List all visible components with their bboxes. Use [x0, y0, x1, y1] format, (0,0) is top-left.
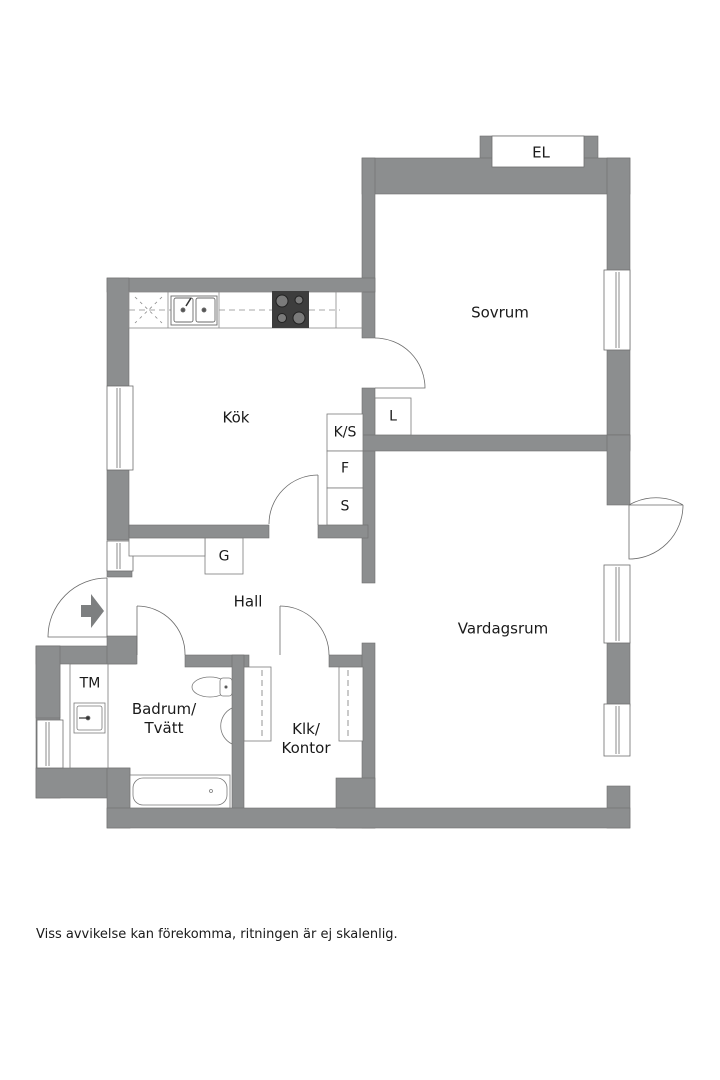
room-label-hall: Hall	[233, 592, 263, 611]
badrum-line1: Badrum/	[131, 700, 197, 718]
entrance-arrow-icon	[81, 594, 104, 628]
fixture-label-f: F	[340, 460, 350, 477]
klk-line2: Kontor	[281, 739, 331, 757]
sink-icon	[170, 295, 218, 326]
fixture-label-tm: TM	[79, 675, 101, 692]
room-label-vardagsrum: Vardagsrum	[457, 619, 549, 638]
bathroom-fixtures	[69, 663, 109, 769]
disclaimer-text: Viss avvikelse kan förekomma, ritningen …	[36, 927, 398, 942]
washbasin-icon	[220, 707, 233, 745]
badrum-line2: Tvätt	[144, 719, 184, 737]
room-label-sovrum: Sovrum	[471, 303, 529, 322]
fixture-label-ks: K/S	[333, 424, 357, 441]
windows	[36, 269, 631, 769]
stove-icon	[272, 291, 309, 328]
fixture-label-l: L	[389, 408, 397, 425]
el-cabinet	[491, 135, 585, 168]
wardrobes	[243, 666, 364, 742]
room-label-klk: Klk/ Kontor	[282, 720, 331, 758]
el-label: EL	[532, 143, 550, 162]
kitchen-counter	[128, 291, 363, 329]
bathtub-icon	[129, 774, 231, 809]
fixture-label-s: S	[340, 498, 350, 515]
klk-line1: Klk/	[292, 720, 320, 738]
closets	[128, 397, 412, 575]
doors	[47, 337, 684, 656]
fixture-label-g: G	[218, 548, 230, 565]
room-label-kok: Kök	[222, 408, 250, 427]
room-label-badrum: Badrum/ Tvätt	[132, 700, 196, 738]
toilet-icon	[191, 676, 233, 698]
